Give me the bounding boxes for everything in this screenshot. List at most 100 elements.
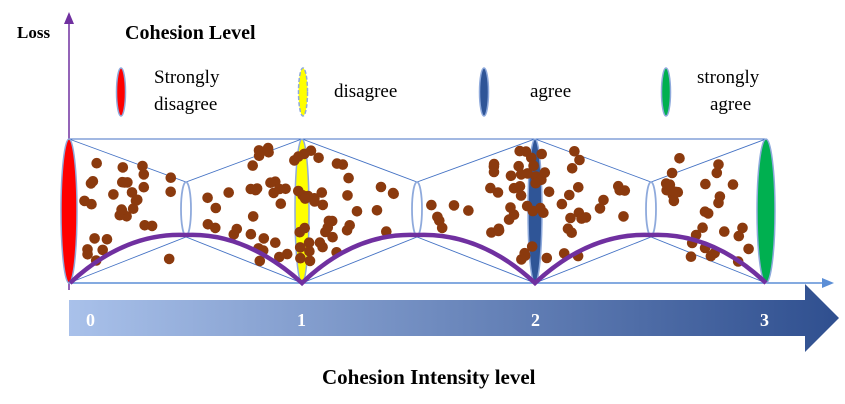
- particle: [564, 189, 575, 201]
- particle: [87, 176, 99, 187]
- particle: [323, 215, 335, 227]
- particle: [733, 230, 745, 242]
- particle: [713, 197, 724, 209]
- particle: [247, 211, 259, 222]
- particle: [699, 206, 711, 217]
- particle: [137, 160, 148, 172]
- particle: [685, 251, 697, 262]
- particle: [293, 185, 304, 197]
- legend-label-strongly-agree-2: agree: [710, 94, 751, 115]
- particle: [91, 157, 102, 169]
- particle: [299, 193, 311, 204]
- particle: [493, 223, 505, 235]
- particle: [618, 211, 629, 222]
- particle: [598, 194, 609, 206]
- legend-label-strongly-disagree-2: disagree: [154, 94, 217, 115]
- particle: [138, 181, 150, 193]
- particle: [436, 222, 448, 234]
- particle: [116, 204, 127, 215]
- x-axis-label: Cohesion Intensity level: [322, 365, 536, 389]
- particle: [388, 188, 400, 200]
- particle: [705, 250, 717, 262]
- intensity-arrow: [69, 284, 839, 352]
- particle: [566, 163, 578, 174]
- particle: [535, 202, 546, 214]
- particle: [247, 160, 258, 171]
- particle: [573, 182, 584, 193]
- legend-swatch-green: [660, 67, 672, 117]
- particle: [132, 194, 143, 206]
- particle: [668, 195, 680, 207]
- particle: [351, 206, 363, 217]
- legend-swatch-blue: [478, 67, 490, 117]
- particle: [574, 154, 585, 166]
- particle: [79, 195, 90, 207]
- particle: [202, 192, 213, 204]
- particle: [516, 254, 527, 265]
- particle: [669, 186, 681, 198]
- legend-label-strongly-agree-1: strongly: [697, 67, 760, 88]
- particle: [265, 177, 276, 188]
- particle: [316, 187, 328, 198]
- particle: [556, 198, 568, 210]
- intensity-tick-2: 2: [531, 310, 540, 330]
- particle: [375, 181, 387, 193]
- legend-label-strongly-disagree-1: Strongly: [154, 67, 220, 88]
- intensity-tick-0: 0: [86, 310, 95, 330]
- particle: [426, 199, 437, 211]
- particle: [108, 189, 119, 200]
- particle: [515, 190, 527, 201]
- particle: [505, 202, 516, 213]
- particle: [250, 184, 261, 196]
- particle: [514, 181, 526, 192]
- y-axis-arrowhead: [64, 12, 74, 24]
- particle: [117, 162, 129, 173]
- particle: [543, 186, 555, 198]
- particle: [513, 160, 524, 172]
- legend-label-disagree: disagree: [334, 81, 397, 102]
- particle: [274, 183, 285, 195]
- particle: [270, 237, 281, 248]
- particle: [530, 177, 541, 189]
- particle: [674, 153, 685, 164]
- particle: [295, 252, 306, 264]
- waist-ring-2: [411, 181, 423, 237]
- particle: [343, 172, 354, 184]
- particle: [515, 169, 527, 180]
- particle: [275, 198, 287, 209]
- legend-item-disagree: disagree: [297, 67, 397, 117]
- particle: [526, 152, 537, 164]
- particle: [304, 255, 316, 267]
- particle: [619, 185, 631, 196]
- particle: [165, 186, 176, 198]
- particle: [245, 228, 257, 240]
- particle: [488, 166, 500, 178]
- waist-ring-1: [180, 181, 192, 237]
- legend: Cohesion Level Strongly disagree disagre…: [115, 22, 760, 117]
- particle: [341, 225, 353, 236]
- legend-item-agree: agree: [478, 67, 571, 117]
- intensity-tick-1: 1: [297, 310, 306, 330]
- particle: [294, 242, 306, 253]
- waist-ring-3: [645, 181, 657, 237]
- particle: [89, 233, 100, 244]
- intensity-tick-3: 3: [760, 310, 769, 330]
- particle: [713, 159, 724, 170]
- particle: [313, 152, 324, 164]
- level-disc-strongly-disagree: [60, 138, 78, 284]
- y-axis-label: Loss: [17, 23, 50, 42]
- particle: [331, 158, 343, 169]
- particle: [488, 158, 500, 170]
- particle: [127, 203, 139, 214]
- particle: [580, 212, 592, 223]
- particle: [314, 237, 326, 248]
- particle: [342, 190, 353, 201]
- legend-label-agree: agree: [530, 81, 571, 102]
- particle: [505, 170, 517, 182]
- particle: [541, 252, 553, 264]
- particle: [719, 226, 730, 237]
- particle: [293, 151, 304, 162]
- level-disc-strongly-agree: [756, 138, 776, 284]
- particle: [697, 222, 708, 233]
